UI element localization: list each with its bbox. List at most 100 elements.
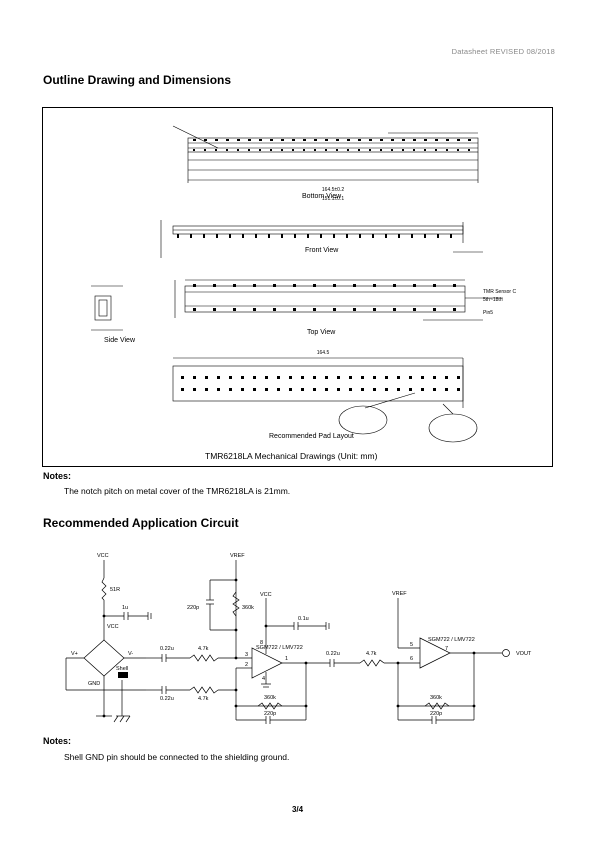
label-pin3: 3 xyxy=(245,652,248,658)
pad-mark xyxy=(325,388,328,391)
label-opamp1: SGM722 / LMV722 xyxy=(256,645,303,651)
bottom-pin-mark xyxy=(292,149,294,151)
label-bottom-view: Bottom View xyxy=(302,193,342,200)
pad-mark xyxy=(205,376,208,379)
top-notch-mark xyxy=(233,284,236,287)
front-pin-mark xyxy=(242,234,244,238)
header-revision: Datasheet REVISED 08/2018 xyxy=(451,47,555,56)
bottom-pin-mark xyxy=(325,139,328,141)
top-notch-mark xyxy=(413,308,416,311)
front-pin-mark xyxy=(398,234,400,238)
label-c022u-c: 0.22u xyxy=(326,651,340,657)
bottom-pin-mark xyxy=(204,139,207,141)
notes-heading-1: Notes: xyxy=(43,471,72,481)
bottom-pin-mark xyxy=(457,139,460,141)
pad-mark xyxy=(385,376,388,379)
bottom-pin-mark xyxy=(424,139,427,141)
bottom-pin-mark xyxy=(314,139,317,141)
top-notch-mark xyxy=(213,308,216,311)
label-front-view: Front View xyxy=(305,247,339,254)
label-pin2: 2 xyxy=(245,662,248,668)
bottom-pin-mark xyxy=(226,139,229,141)
label-c220p-mid: 220p xyxy=(264,711,276,717)
pad-mark xyxy=(457,388,460,391)
bottom-pin-mark xyxy=(215,139,218,141)
pad-mark xyxy=(193,388,196,391)
label-c220p-top: 220p xyxy=(187,605,199,611)
top-notch-mark xyxy=(333,284,336,287)
pad-mark xyxy=(181,388,184,391)
dim-bottom-inner: 164.5±0.2 xyxy=(322,187,344,193)
top-notch-mark xyxy=(253,308,256,311)
pad-mark xyxy=(253,388,256,391)
top-notch-mark xyxy=(413,284,416,287)
bottom-pin-mark xyxy=(314,149,316,151)
top-notch-mark xyxy=(433,308,436,311)
front-pin-mark xyxy=(203,234,205,238)
top-notch-mark xyxy=(253,284,256,287)
pad-mark xyxy=(289,376,292,379)
label-sensor-dim: 5th~18th xyxy=(483,297,503,303)
bottom-pin-mark xyxy=(204,149,206,151)
bottom-pin-mark xyxy=(336,149,338,151)
pad-mark xyxy=(385,388,388,391)
pad-mark xyxy=(277,376,280,379)
pad-mark xyxy=(433,388,436,391)
top-notch-mark xyxy=(313,308,316,311)
bottom-pin-mark xyxy=(248,149,250,151)
top-notch-mark xyxy=(273,284,276,287)
bottom-pin-mark xyxy=(369,139,372,141)
pad-mark xyxy=(217,388,220,391)
front-pin-mark xyxy=(385,234,387,238)
bottom-pin-mark xyxy=(435,149,437,151)
top-notch-mark xyxy=(433,284,436,287)
top-view-body xyxy=(184,285,466,313)
label-c220p-out: 220p xyxy=(430,711,442,717)
pad-mark xyxy=(181,376,184,379)
bottom-pin-mark xyxy=(237,149,239,151)
label-vcc: VCC xyxy=(97,553,109,559)
label-51r: 51R xyxy=(110,587,120,593)
bottom-pin-mark xyxy=(270,139,273,141)
pad-mark xyxy=(289,388,292,391)
bottom-pin-mark xyxy=(303,149,305,151)
bottom-pin-mark xyxy=(391,149,393,151)
label-r360k-out: 360k xyxy=(430,695,442,701)
top-notch-mark xyxy=(233,308,236,311)
front-pin-mark xyxy=(216,234,218,238)
drawing-frame: 164.5±0.2 151.1±0.1 164.5 TMR Sensor C 5… xyxy=(42,107,553,467)
bottom-pin-mark xyxy=(358,139,361,141)
label-opamp2: SGM722 / LMV722 xyxy=(428,637,475,643)
pad-mark xyxy=(313,388,316,391)
bottom-pin-mark xyxy=(259,149,261,151)
side-view-body xyxy=(94,295,112,321)
label-vref: VREF xyxy=(230,553,245,559)
label-pin1: 1 xyxy=(285,656,288,662)
label-vcc-opamp: VCC xyxy=(260,592,272,598)
pad-mark xyxy=(433,376,436,379)
pad-mark xyxy=(241,388,244,391)
front-pin-mark xyxy=(268,234,270,238)
pad-mark xyxy=(229,376,232,379)
front-pin-mark xyxy=(346,234,348,238)
pad-mark xyxy=(337,376,340,379)
pad-mark xyxy=(265,376,268,379)
section-title-outline: Outline Drawing and Dimensions xyxy=(43,73,232,87)
bottom-pin-mark xyxy=(226,149,228,151)
top-notch-mark xyxy=(293,284,296,287)
bottom-pin-mark xyxy=(380,149,382,151)
bottom-pin-mark xyxy=(457,149,459,151)
pad-layout-body xyxy=(172,365,464,402)
pad-mark xyxy=(277,388,280,391)
bottom-pin-mark xyxy=(446,139,449,141)
bottom-pin-mark xyxy=(347,139,350,141)
bottom-pin-mark xyxy=(424,149,426,151)
label-gnd: GND xyxy=(88,681,100,687)
front-pin-mark xyxy=(333,234,335,238)
pad-mark xyxy=(361,376,364,379)
notes-heading-2: Notes: xyxy=(43,736,72,746)
top-notch-mark xyxy=(453,284,456,287)
bottom-pin-mark xyxy=(281,139,284,141)
application-circuit: VCC VREF 51R 1u VCC V+ V- GND Shell 220p… xyxy=(65,553,532,724)
front-pin-mark xyxy=(307,234,309,238)
